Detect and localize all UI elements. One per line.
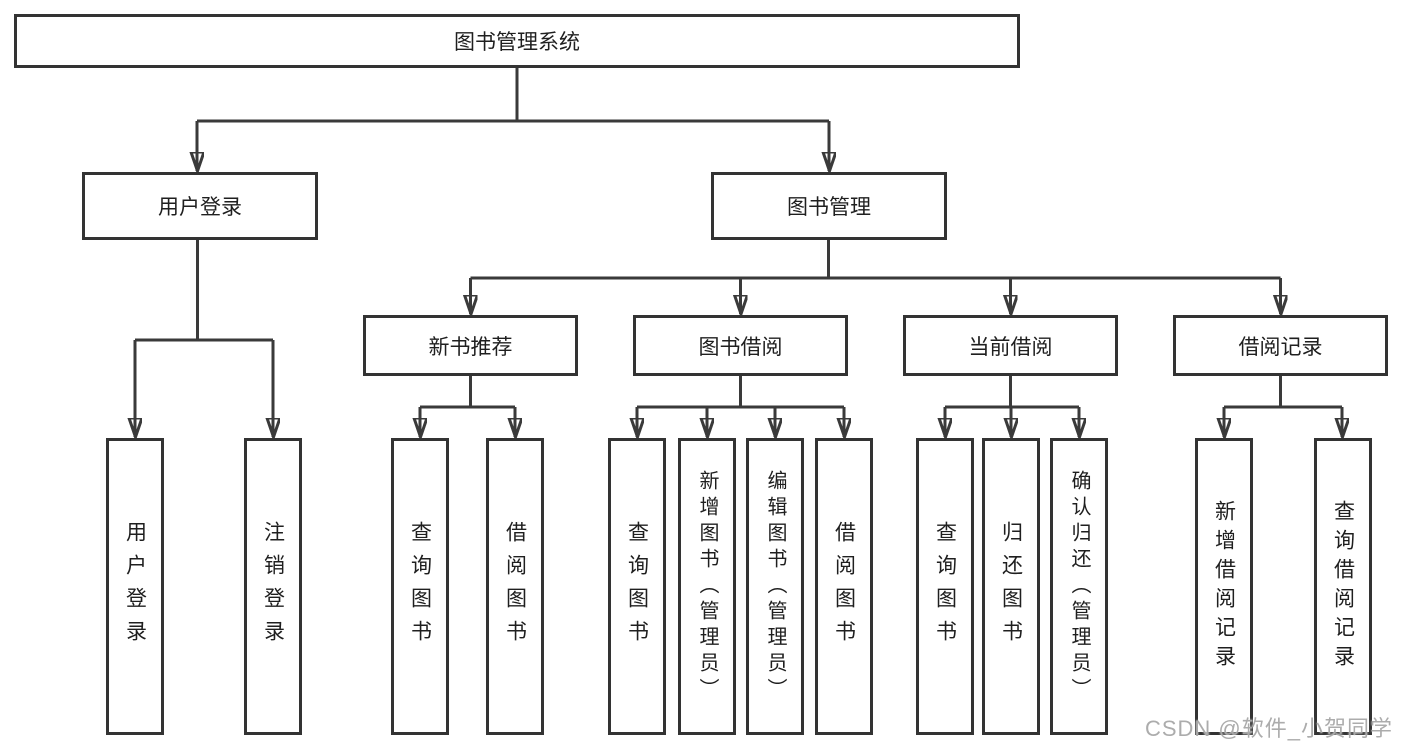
node-label: 当前借阅 (968, 335, 1053, 359)
node-label: 借阅图书 (832, 520, 856, 653)
node-label: 借阅图书 (503, 520, 527, 653)
node-query-books-borrow: 查询图书 (608, 438, 666, 735)
connector-trunks (135, 68, 1342, 409)
node-label: 借阅记录 (1238, 335, 1323, 359)
node-user-login: 用户登录 (82, 172, 318, 240)
node-label: 用户登录 (123, 520, 147, 653)
watermark: CSDN @软件_小贺同学 (1144, 716, 1393, 741)
node-book-management: 图书管理 (711, 172, 947, 240)
node-label: 注销登录 (261, 520, 285, 653)
node-add-books-admin: 新增图书（管理员） (678, 438, 736, 735)
node-label: 查询图书 (933, 520, 957, 653)
node-label: 新增图书（管理员） (696, 469, 718, 704)
node-book-borrow: 图书借阅 (633, 315, 848, 376)
node-label: 用户登录 (158, 196, 242, 219)
node-borrow-books-recommend: 借阅图书 (486, 438, 544, 735)
node-label: 新增借阅记录 (1212, 499, 1236, 674)
node-current-borrow: 当前借阅 (903, 315, 1118, 376)
node-label: 查询借阅记录 (1331, 499, 1355, 674)
node-label: 图书管理 (787, 196, 871, 219)
node-label: 归还图书 (999, 520, 1023, 653)
node-new-book-recommend: 新书推荐 (363, 315, 578, 376)
node-library-management-system: 图书管理系统 (14, 14, 1020, 68)
node-label: 查询图书 (625, 520, 649, 653)
node-borrow-books-borrow: 借阅图书 (815, 438, 873, 735)
node-return-books: 归还图书 (982, 438, 1040, 735)
node-logout-leaf: 注销登录 (244, 438, 302, 735)
node-query-books-recommend: 查询图书 (391, 438, 449, 735)
node-label: 编辑图书（管理员） (764, 469, 786, 704)
node-edit-books-admin: 编辑图书（管理员） (746, 438, 804, 735)
node-add-borrow-record: 新增借阅记录 (1195, 438, 1253, 735)
node-label: 确认归还（管理员） (1068, 469, 1090, 704)
node-query-borrow-record: 查询借阅记录 (1314, 438, 1372, 735)
node-label: 查询图书 (408, 520, 432, 653)
node-query-books-current: 查询图书 (916, 438, 974, 735)
node-label: 图书借阅 (698, 335, 783, 359)
node-user-login-leaf: 用户登录 (106, 438, 164, 735)
node-label: 新书推荐 (428, 335, 513, 359)
node-borrow-records: 借阅记录 (1173, 315, 1388, 376)
node-confirm-return-admin: 确认归还（管理员） (1050, 438, 1108, 735)
node-label: 图书管理系统 (454, 31, 580, 54)
